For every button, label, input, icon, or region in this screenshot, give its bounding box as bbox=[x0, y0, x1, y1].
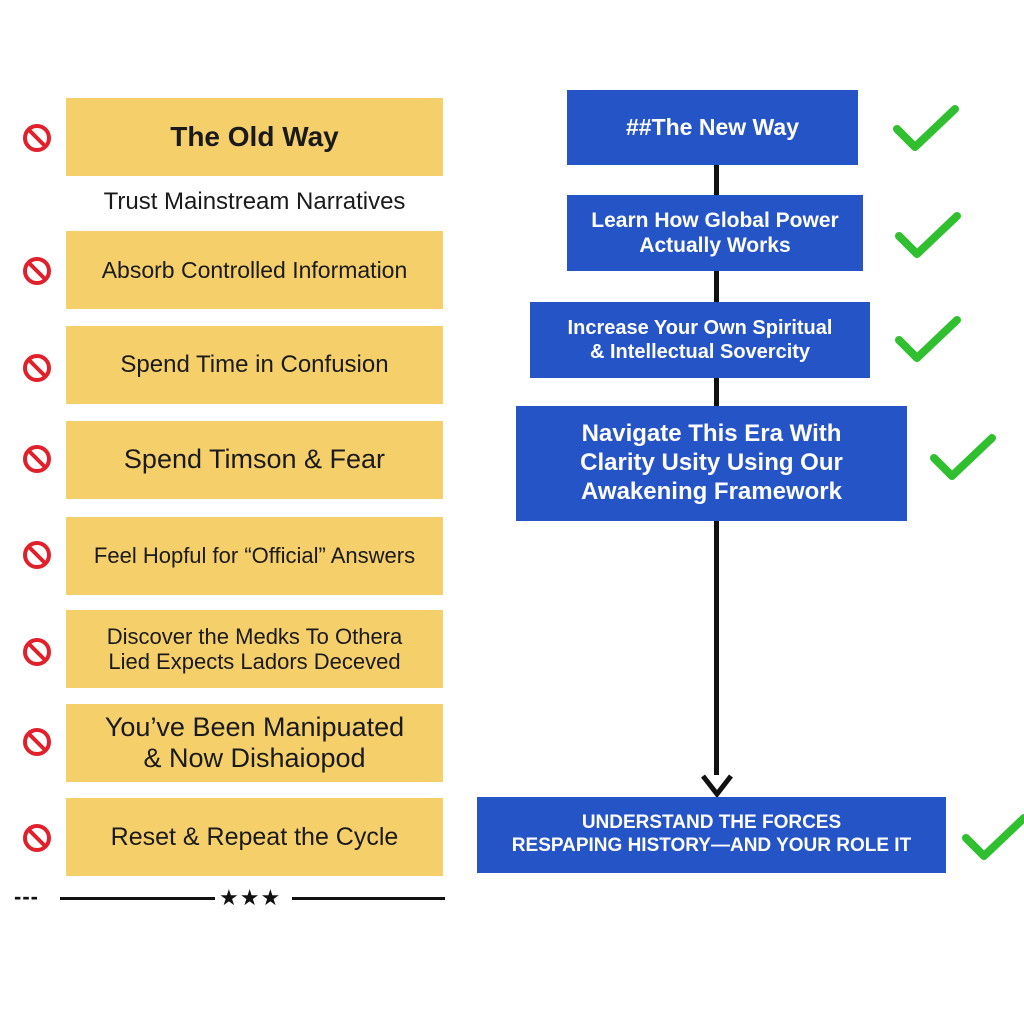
new-way-title: ##The New Way bbox=[567, 90, 858, 165]
prohibited-icon bbox=[23, 638, 51, 666]
checkmark-icon bbox=[962, 814, 1024, 860]
old-way-item: Feel Hopful for “Official” Answers bbox=[66, 517, 443, 595]
old-way-item: Discover the Medks To Othera Lied Expect… bbox=[66, 610, 443, 688]
old-way-item: Absorb Controlled Information bbox=[66, 231, 443, 309]
prohibited-icon bbox=[23, 257, 51, 285]
old-way-item: Spend Timson & Fear bbox=[66, 421, 443, 499]
checkmark-icon bbox=[895, 316, 961, 362]
prohibited-icon bbox=[23, 728, 51, 756]
old-way-subtitle: Trust Mainstream Narratives bbox=[103, 188, 406, 215]
footer-stars: ★★★ bbox=[219, 885, 282, 910]
checkmark-icon bbox=[930, 434, 996, 480]
checkmark-icon bbox=[893, 105, 959, 151]
footer-dashes: --- bbox=[14, 884, 39, 909]
footer-divider-right bbox=[292, 897, 445, 900]
old-way-item: Reset & Repeat the Cycle bbox=[66, 798, 443, 876]
new-way-step: Learn How Global Power Actually Works bbox=[567, 195, 863, 271]
footer-divider-left bbox=[60, 897, 215, 900]
old-way-item: Spend Time in Confusion bbox=[66, 326, 443, 404]
prohibited-icon bbox=[23, 354, 51, 382]
new-way-step: Navigate This Era With Clarity Usity Usi… bbox=[516, 406, 907, 521]
prohibited-icon bbox=[23, 824, 51, 852]
new-way-outcome: UNDERSTAND THE FORCES RESPAPING HISTORY—… bbox=[477, 797, 946, 873]
arrow-down-icon bbox=[701, 774, 733, 799]
old-way-item: You’ve Been Manipuated & Now Dishaiopod bbox=[66, 704, 443, 782]
checkmark-icon bbox=[895, 212, 961, 258]
prohibited-icon bbox=[23, 541, 51, 569]
new-way-step: Increase Your Own Spiritual & Intellectu… bbox=[530, 302, 870, 378]
prohibited-icon bbox=[23, 445, 51, 473]
old-way-title: The Old Way bbox=[66, 98, 443, 176]
prohibited-icon bbox=[23, 124, 51, 152]
